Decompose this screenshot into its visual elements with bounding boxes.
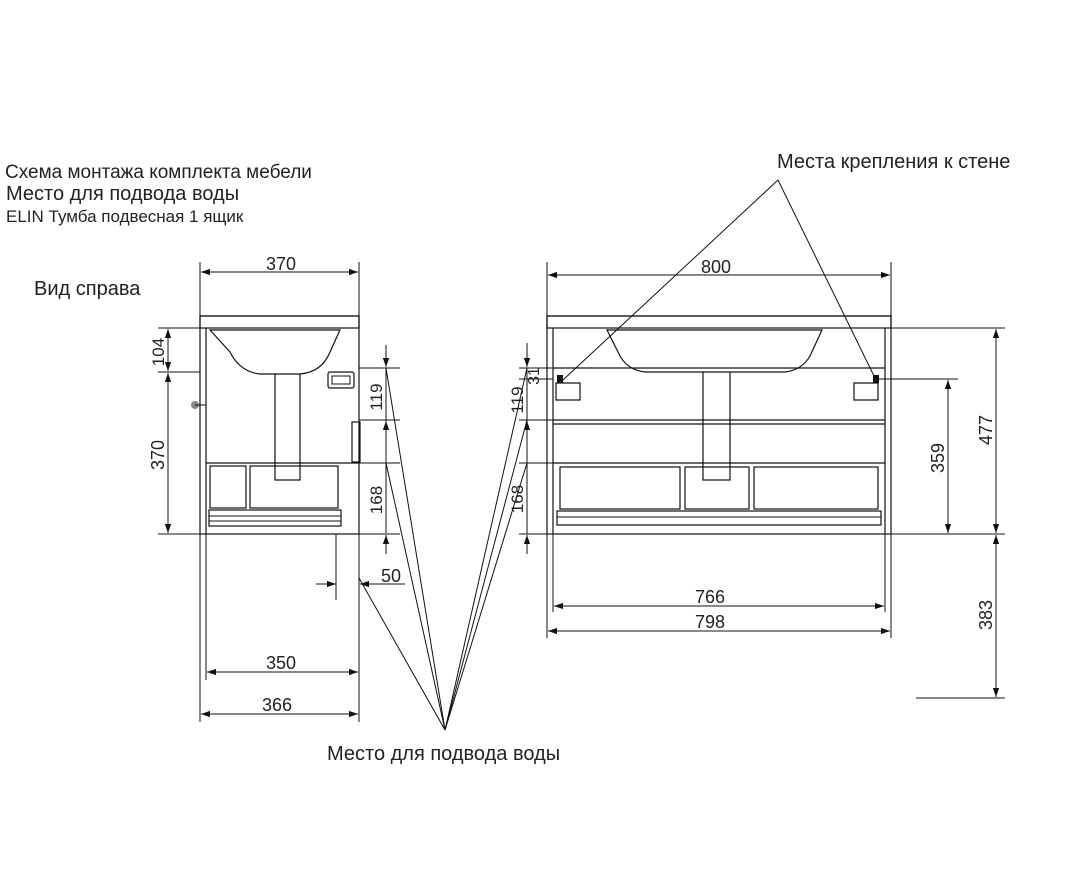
dim-side-168: 168	[367, 486, 386, 514]
dim-side-50: 50	[381, 566, 401, 586]
wall-mount-label: Места крепления к стене	[777, 151, 1010, 173]
dim-side-366: 366	[262, 695, 292, 715]
dim-front-168: 168	[508, 485, 527, 513]
dim-side-119: 119	[367, 383, 386, 410]
dim-front-31: 31	[526, 367, 543, 385]
title-line-3: ELIN Тумба подвесная 1 ящик	[6, 207, 244, 226]
dim-front-800: 800	[701, 257, 731, 277]
dim-side-width-top: 370	[266, 254, 296, 274]
dim-front-477: 477	[976, 415, 996, 445]
dim-front-383: 383	[976, 600, 996, 630]
dim-front-119: 119	[508, 386, 527, 413]
dim-front-798: 798	[695, 612, 725, 632]
dim-front-359: 359	[928, 443, 948, 473]
wall-mount-leaders	[562, 179, 877, 381]
dim-side-370-height: 370	[148, 440, 168, 470]
water-supply-leaders	[358, 367, 528, 731]
front-view-drawing	[519, 262, 1005, 699]
side-view-label: Вид справа	[34, 278, 141, 300]
dim-front-766: 766	[695, 587, 725, 607]
side-view-drawing	[158, 262, 405, 722]
title-line-1: Схема монтажа комплекта мебели	[5, 162, 312, 183]
dim-side-350: 350	[266, 653, 296, 673]
dim-side-104: 104	[149, 338, 168, 366]
title-line-2: Место для подвода воды	[6, 183, 239, 205]
water-supply-label: Место для подвода воды	[327, 743, 560, 765]
